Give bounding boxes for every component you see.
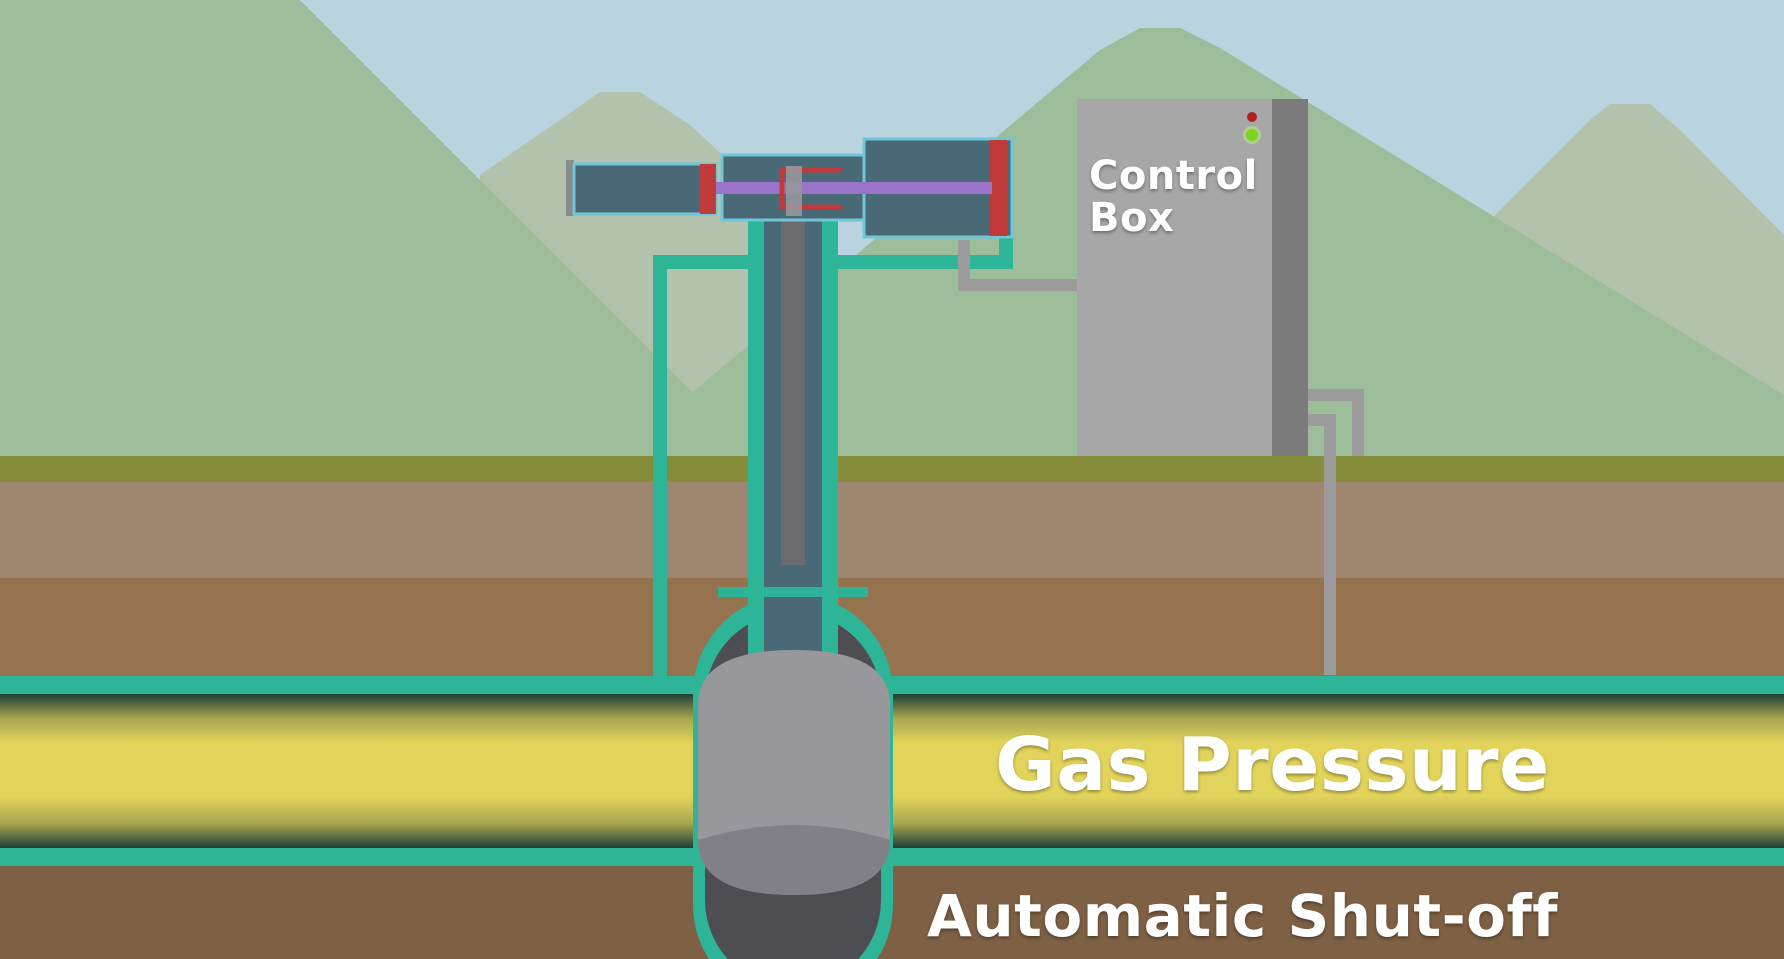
actuator-left-cylinder bbox=[572, 162, 718, 216]
gas-pressure-label: Gas Pressure bbox=[995, 722, 1550, 808]
soil-lower bbox=[0, 578, 1784, 678]
led-red bbox=[1247, 112, 1257, 122]
control-wire-top bbox=[958, 240, 1080, 291]
valve-flange bbox=[718, 587, 868, 597]
actuator-right-piston bbox=[990, 140, 1007, 236]
control-box-label: Control Box bbox=[1089, 153, 1258, 241]
control-wire-down bbox=[1304, 414, 1336, 675]
pressure-tube-right bbox=[830, 230, 1013, 269]
grass-strip bbox=[0, 456, 1784, 482]
mountain-front-left bbox=[0, 0, 760, 470]
actuator-rod bbox=[716, 182, 992, 194]
actuator-linkage-rod bbox=[786, 166, 802, 216]
valve-stem-rod bbox=[781, 205, 805, 565]
control-box bbox=[1077, 99, 1275, 456]
valve-gate-shadow bbox=[698, 825, 890, 895]
actuator-left-piston bbox=[700, 164, 716, 214]
soil-upper bbox=[0, 482, 1784, 578]
control-box-side bbox=[1272, 99, 1308, 456]
actuator-end-cap bbox=[566, 160, 574, 216]
valve-stem-tip bbox=[781, 543, 805, 565]
actuator-linkage bbox=[779, 167, 842, 210]
led-green bbox=[1246, 129, 1258, 141]
pressure-tube-left bbox=[653, 255, 760, 676]
control-wire-outer bbox=[1304, 389, 1364, 456]
automatic-shutoff-label: Automatic Shut-off bbox=[927, 882, 1558, 950]
